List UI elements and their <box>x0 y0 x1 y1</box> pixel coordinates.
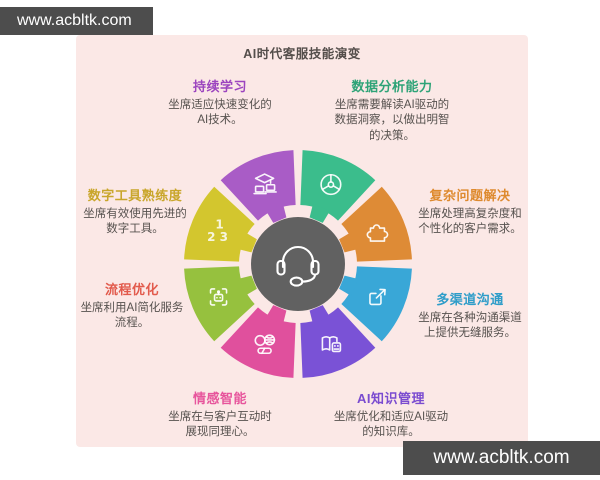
empathy-face-icon <box>254 334 276 355</box>
infographic-title: AI时代客服技能演变 <box>243 47 361 61</box>
segment-label-continuous-learning: 持续学习 坐席适应快速变化的AI技术。 <box>164 76 276 129</box>
segment-desc: 坐席处理高复杂度和个性化的客户需求。 <box>418 208 522 236</box>
watermark-text: www.acbltk.com <box>17 12 132 29</box>
numbers-123-icon: 12 3 <box>207 218 228 245</box>
svg-text:2 3: 2 3 <box>207 230 228 244</box>
segment-label-process-optimization: 流程优化 坐席利用AI简化服务流程。 <box>78 279 186 332</box>
segment-title: 复杂问题解决 <box>429 188 511 203</box>
wheel-segment-top-left <box>220 150 296 223</box>
wheel-segment-right-lower <box>339 266 412 342</box>
wheel-segment-right-upper <box>339 186 412 262</box>
segment-label-omnichannel-communication: 多渠道沟通 坐席在各种沟通渠道上提供无缝服务。 <box>418 289 522 342</box>
segment-label-complex-problem-solving: 复杂问题解决 坐席处理高复杂度和个性化的客户需求。 <box>418 185 522 238</box>
segment-desc: 坐席在与客户互动时展现同理心。 <box>168 411 272 439</box>
svg-text:1: 1 <box>215 218 223 232</box>
watermark-top-left: www.acbltk.com <box>0 7 153 35</box>
skills-wheel: 12 3 <box>184 150 412 378</box>
wheel-segment-bottom-left <box>220 305 296 378</box>
wheel-segment-bottom-right <box>300 305 376 378</box>
segment-title: 情感智能 <box>192 391 247 406</box>
segment-title: 流程优化 <box>104 282 159 297</box>
segment-desc: 坐席需要解读AI驱动的数据洞察，以做出明智的决策。 <box>334 99 450 142</box>
segment-desc: 坐席利用AI简化服务流程。 <box>80 302 184 330</box>
segment-desc: 坐席适应快速变化的AI技术。 <box>168 99 272 127</box>
segment-title: 多渠道沟通 <box>436 292 504 307</box>
graduation-laptops-icon <box>253 173 277 195</box>
segment-label-ai-knowledge-management: AI知识管理 坐席优化和适应AI驱动的知识库。 <box>332 388 450 441</box>
headset-icon <box>276 246 320 287</box>
wheel-segment-left-upper: 12 3 <box>184 186 257 262</box>
watermark-text: www.acbltk.com <box>433 447 570 468</box>
segment-title: 数据分析能力 <box>351 79 433 94</box>
share-arrow-icon <box>369 288 386 306</box>
wheel-center-circle <box>251 217 345 311</box>
segment-desc: 坐席在各种沟通渠道上提供无缝服务。 <box>418 312 522 340</box>
segment-desc: 坐席优化和适应AI驱动的知识库。 <box>333 411 449 439</box>
segment-title: 数字工具熟练度 <box>87 188 183 203</box>
watermark-bottom-right: www.acbltk.com <box>403 441 600 475</box>
segment-label-digital-tool-proficiency: 数字工具熟练度 坐席有效使用先进的数字工具。 <box>80 185 190 238</box>
segment-title: 持续学习 <box>192 79 247 94</box>
segment-label-emotional-intelligence: 情感智能 坐席在与客户互动时展现同理心。 <box>164 388 276 441</box>
wheel-segment-left-lower <box>184 266 257 342</box>
puzzle-icon <box>366 224 389 242</box>
segment-desc: 坐席有效使用先进的数字工具。 <box>83 208 187 236</box>
segment-label-data-analysis: 数据分析能力 坐席需要解读AI驱动的数据洞察，以做出明智的决策。 <box>334 76 450 144</box>
robot-scan-icon <box>209 288 228 306</box>
segment-title: AI知识管理 <box>356 391 425 406</box>
wheel-segment-top-right <box>300 150 376 223</box>
knowledge-book-robot-icon <box>321 336 342 353</box>
pie-chart-icon <box>320 173 342 196</box>
